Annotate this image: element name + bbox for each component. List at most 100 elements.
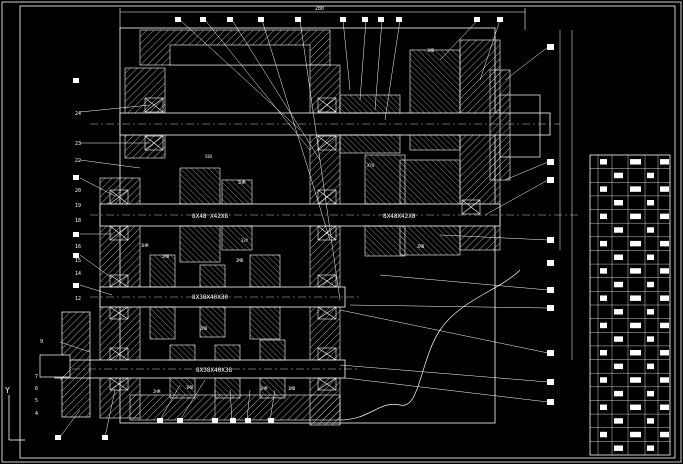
top-dimension-value: 280 [315, 6, 324, 12]
svg-text:12: 12 [75, 296, 81, 302]
title-block-text-mark [600, 377, 607, 383]
title-block-text-mark [614, 390, 623, 397]
gear-label: ZMB [417, 244, 425, 249]
title-block-text-mark [660, 268, 669, 274]
title-block-text-mark [600, 159, 607, 165]
shaft-label-2: 8X48X42X8 [383, 213, 416, 220]
title-block-text-mark [647, 390, 654, 397]
title-block-text-mark [614, 336, 623, 342]
top-dimension: 280 [119, 6, 526, 30]
gear-label: ZMB [200, 326, 208, 331]
title-block-text-mark [600, 268, 607, 274]
axis-marker: Y [5, 386, 25, 441]
title-block-text-mark [630, 377, 641, 383]
title-block-text-mark [600, 404, 607, 410]
title-block-text-mark [630, 295, 641, 301]
title-block-text-mark [614, 363, 623, 370]
svg-text:18: 18 [75, 218, 81, 224]
svg-text:24: 24 [75, 111, 81, 117]
title-block-text-mark [614, 200, 623, 206]
svg-text:4: 4 [35, 411, 38, 417]
title-block-text-mark [660, 159, 669, 165]
title-block-text-mark [600, 295, 607, 301]
title-block-text-mark [614, 418, 623, 424]
gear-label: 33Y [241, 238, 249, 243]
title-block-text-mark [600, 350, 607, 356]
title-block-text-mark [600, 213, 607, 220]
title-block-text-mark [660, 213, 669, 220]
title-block-text-mark [647, 227, 654, 233]
title-block-text-mark [600, 186, 607, 192]
title-block-text-mark [630, 431, 641, 438]
gear-label: 1MB [186, 385, 194, 390]
title-block-text-mark [660, 240, 669, 247]
title-block-text-mark [630, 240, 641, 247]
shaft-label-1: 8X48 X42X8 [192, 213, 229, 220]
title-block-text-mark [614, 172, 623, 179]
svg-text:6: 6 [35, 386, 38, 392]
spindle-head [489, 69, 541, 181]
right-dimension [559, 30, 573, 360]
inner-frame [19, 5, 676, 459]
title-block-text-mark [630, 213, 641, 220]
title-block-text-mark [647, 172, 654, 179]
title-block-text-mark [600, 240, 607, 247]
svg-text:15: 15 [75, 258, 81, 264]
gear-label: 2HM [238, 180, 246, 185]
title-block-text-mark [660, 404, 669, 410]
gear-label: 58X [205, 154, 213, 159]
title-block-text-mark [614, 254, 623, 260]
title-block-text-mark [614, 281, 623, 288]
svg-text:16: 16 [75, 244, 81, 250]
shaft-label-3: 8X38X40X30 [192, 294, 229, 301]
callout-boxes-top [175, 17, 503, 22]
title-block-text-mark [647, 309, 654, 315]
svg-text:23: 23 [75, 141, 81, 147]
gear-label: 2MB [236, 258, 244, 263]
title-block-text-mark [647, 281, 654, 288]
title-block-text-mark [647, 336, 654, 342]
title-block-text-mark [614, 227, 623, 233]
title-block-text-mark [647, 445, 654, 451]
gear-label: 1MB [288, 386, 296, 391]
title-block-text-mark [660, 431, 669, 438]
title-block-text-mark [614, 309, 623, 315]
title-block-text-mark [660, 322, 669, 329]
title-block-text-mark [630, 350, 641, 356]
left-callouts: 24 23 22 20 19 18 16 15 14 12 9 7 6 5 4 [35, 111, 81, 417]
svg-text:14: 14 [75, 271, 81, 277]
pulley [39, 311, 91, 418]
title-block-text-mark [630, 159, 641, 165]
title-block-text-mark [614, 445, 623, 451]
gears [149, 94, 406, 399]
title-block-text-mark [630, 404, 641, 410]
gear-label: 1MB [427, 48, 435, 53]
gear-label: 3HM [260, 386, 268, 391]
title-block-text-mark [600, 431, 607, 438]
leader-lines [59, 19, 549, 438]
title-block-text-mark [647, 418, 654, 424]
gear-label: 2MB [162, 254, 170, 259]
svg-text:9: 9 [40, 339, 43, 345]
gear-label: X78 [367, 163, 375, 168]
shaft-label-4: 8X38X40X38 [196, 367, 233, 374]
axis-marker-label: Y [5, 386, 10, 395]
gear-label: 3HM [141, 243, 149, 248]
title-block-text-mark [600, 322, 607, 329]
title-block-text-mark [660, 350, 669, 356]
title-block-text-mark [647, 200, 654, 206]
title-block-text-mark [647, 254, 654, 260]
title-block-text-mark [647, 363, 654, 370]
gear-label: 2HM [153, 389, 161, 394]
callout-boxes-right [547, 44, 554, 405]
svg-text:7: 7 [35, 374, 38, 380]
title-block-text-mark [630, 322, 641, 329]
title-block-text-mark [660, 377, 669, 383]
shafts [40, 112, 580, 379]
callout-boxes-left [55, 78, 274, 440]
title-block-text-mark [630, 186, 641, 192]
svg-text:5: 5 [35, 398, 38, 404]
svg-text:22: 22 [75, 158, 81, 164]
